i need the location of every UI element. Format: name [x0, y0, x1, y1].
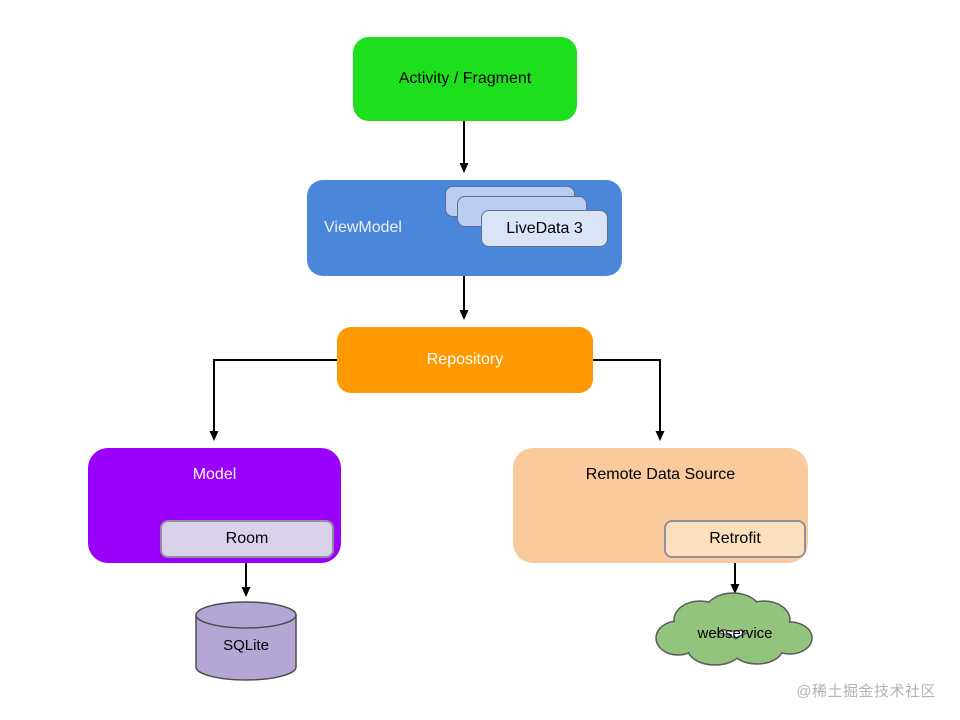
arrow-repository-to-remote [593, 359, 665, 441]
livedata-label: LiveData 3 [506, 219, 583, 237]
watermark: @稀土掘金技术社区 [796, 683, 936, 700]
viewmodel-label: ViewModel [324, 219, 402, 236]
livedata-card-front: LiveData 3 [481, 210, 608, 247]
webservice-cloud [655, 592, 813, 666]
node-remote-data-source: Remote Data Source Retrofit [513, 448, 808, 563]
node-viewmodel: ViewModel LiveData 3 [307, 180, 622, 276]
node-model: Model Room [88, 448, 341, 563]
arrow-repository-to-model [209, 359, 337, 441]
sqlite-cylinder [195, 601, 297, 681]
webservice-label: webservice [697, 625, 773, 642]
repository-label: Repository [426, 351, 504, 368]
node-room: Room [160, 520, 334, 558]
sqlite-label: SQLite [223, 637, 269, 654]
model-label: Model [192, 466, 237, 483]
remote-data-source-label: Remote Data Source [585, 466, 736, 483]
room-label: Room [225, 530, 269, 547]
retrofit-label: Retrofit [709, 530, 761, 547]
node-repository: Repository [337, 327, 593, 393]
activity-fragment-label: Activity / Fragment [398, 70, 532, 87]
node-activity-fragment: Activity / Fragment [353, 37, 577, 121]
node-retrofit: Retrofit [664, 520, 806, 558]
